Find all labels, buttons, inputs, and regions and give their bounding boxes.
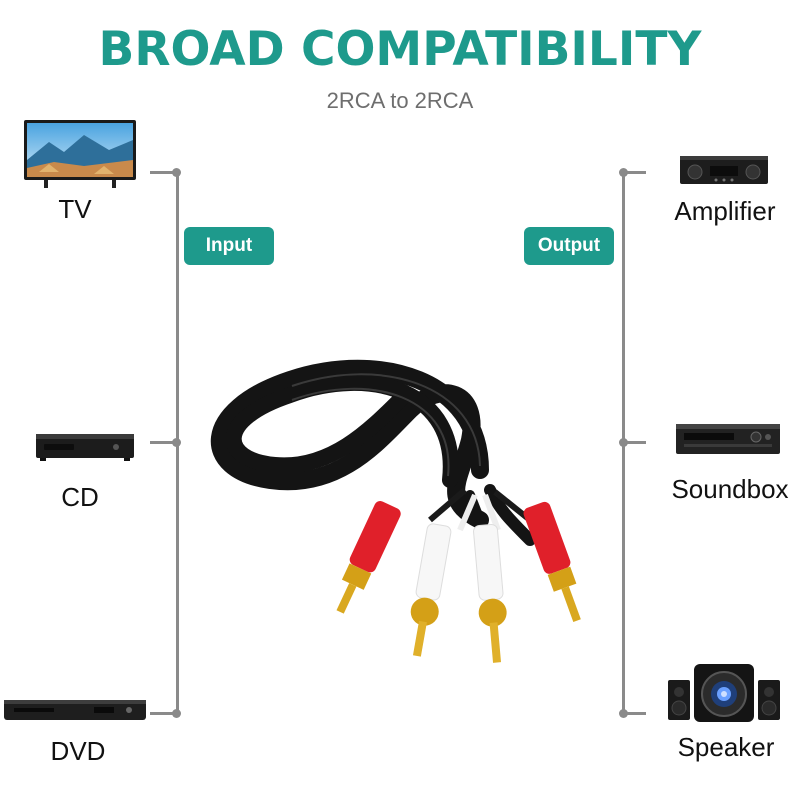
soundbox-label: Soundbox [671,474,789,504]
output-badge: Output [524,227,614,265]
cd-label: CD [61,482,99,512]
speaker-label: Speaker [677,732,775,762]
left-tick-tv [150,171,178,174]
soundbox-icon [676,422,780,463]
right-dot-soundbox [619,438,628,447]
right-tick-speaker [624,712,646,715]
input-badge: Input [184,227,274,265]
left-dot-tv [172,168,181,177]
right-dot-speaker [619,709,628,718]
amplifier-icon [680,154,768,193]
right-tick-amplifier [624,171,646,174]
dvd-player-icon [4,698,146,729]
left-tick-cd [150,441,178,444]
right-dot-amplifier [619,168,628,177]
right-tick-soundbox [624,441,646,444]
tv-label: TV [58,194,92,224]
rca-cable-image [180,320,620,675]
left-dot-dvd [172,709,181,718]
cd-player-icon [36,432,134,467]
tv-icon [24,120,136,195]
page-subtitle: 2RCA to 2RCA [326,88,474,113]
dvd-label: DVD [50,736,106,766]
left-dot-cd [172,438,181,447]
page-title: BROAD COMPATIBILITY [98,22,702,77]
amplifier-label: Amplifier [674,196,776,226]
left-tick-dvd [150,712,178,715]
speaker-icon [666,660,782,729]
